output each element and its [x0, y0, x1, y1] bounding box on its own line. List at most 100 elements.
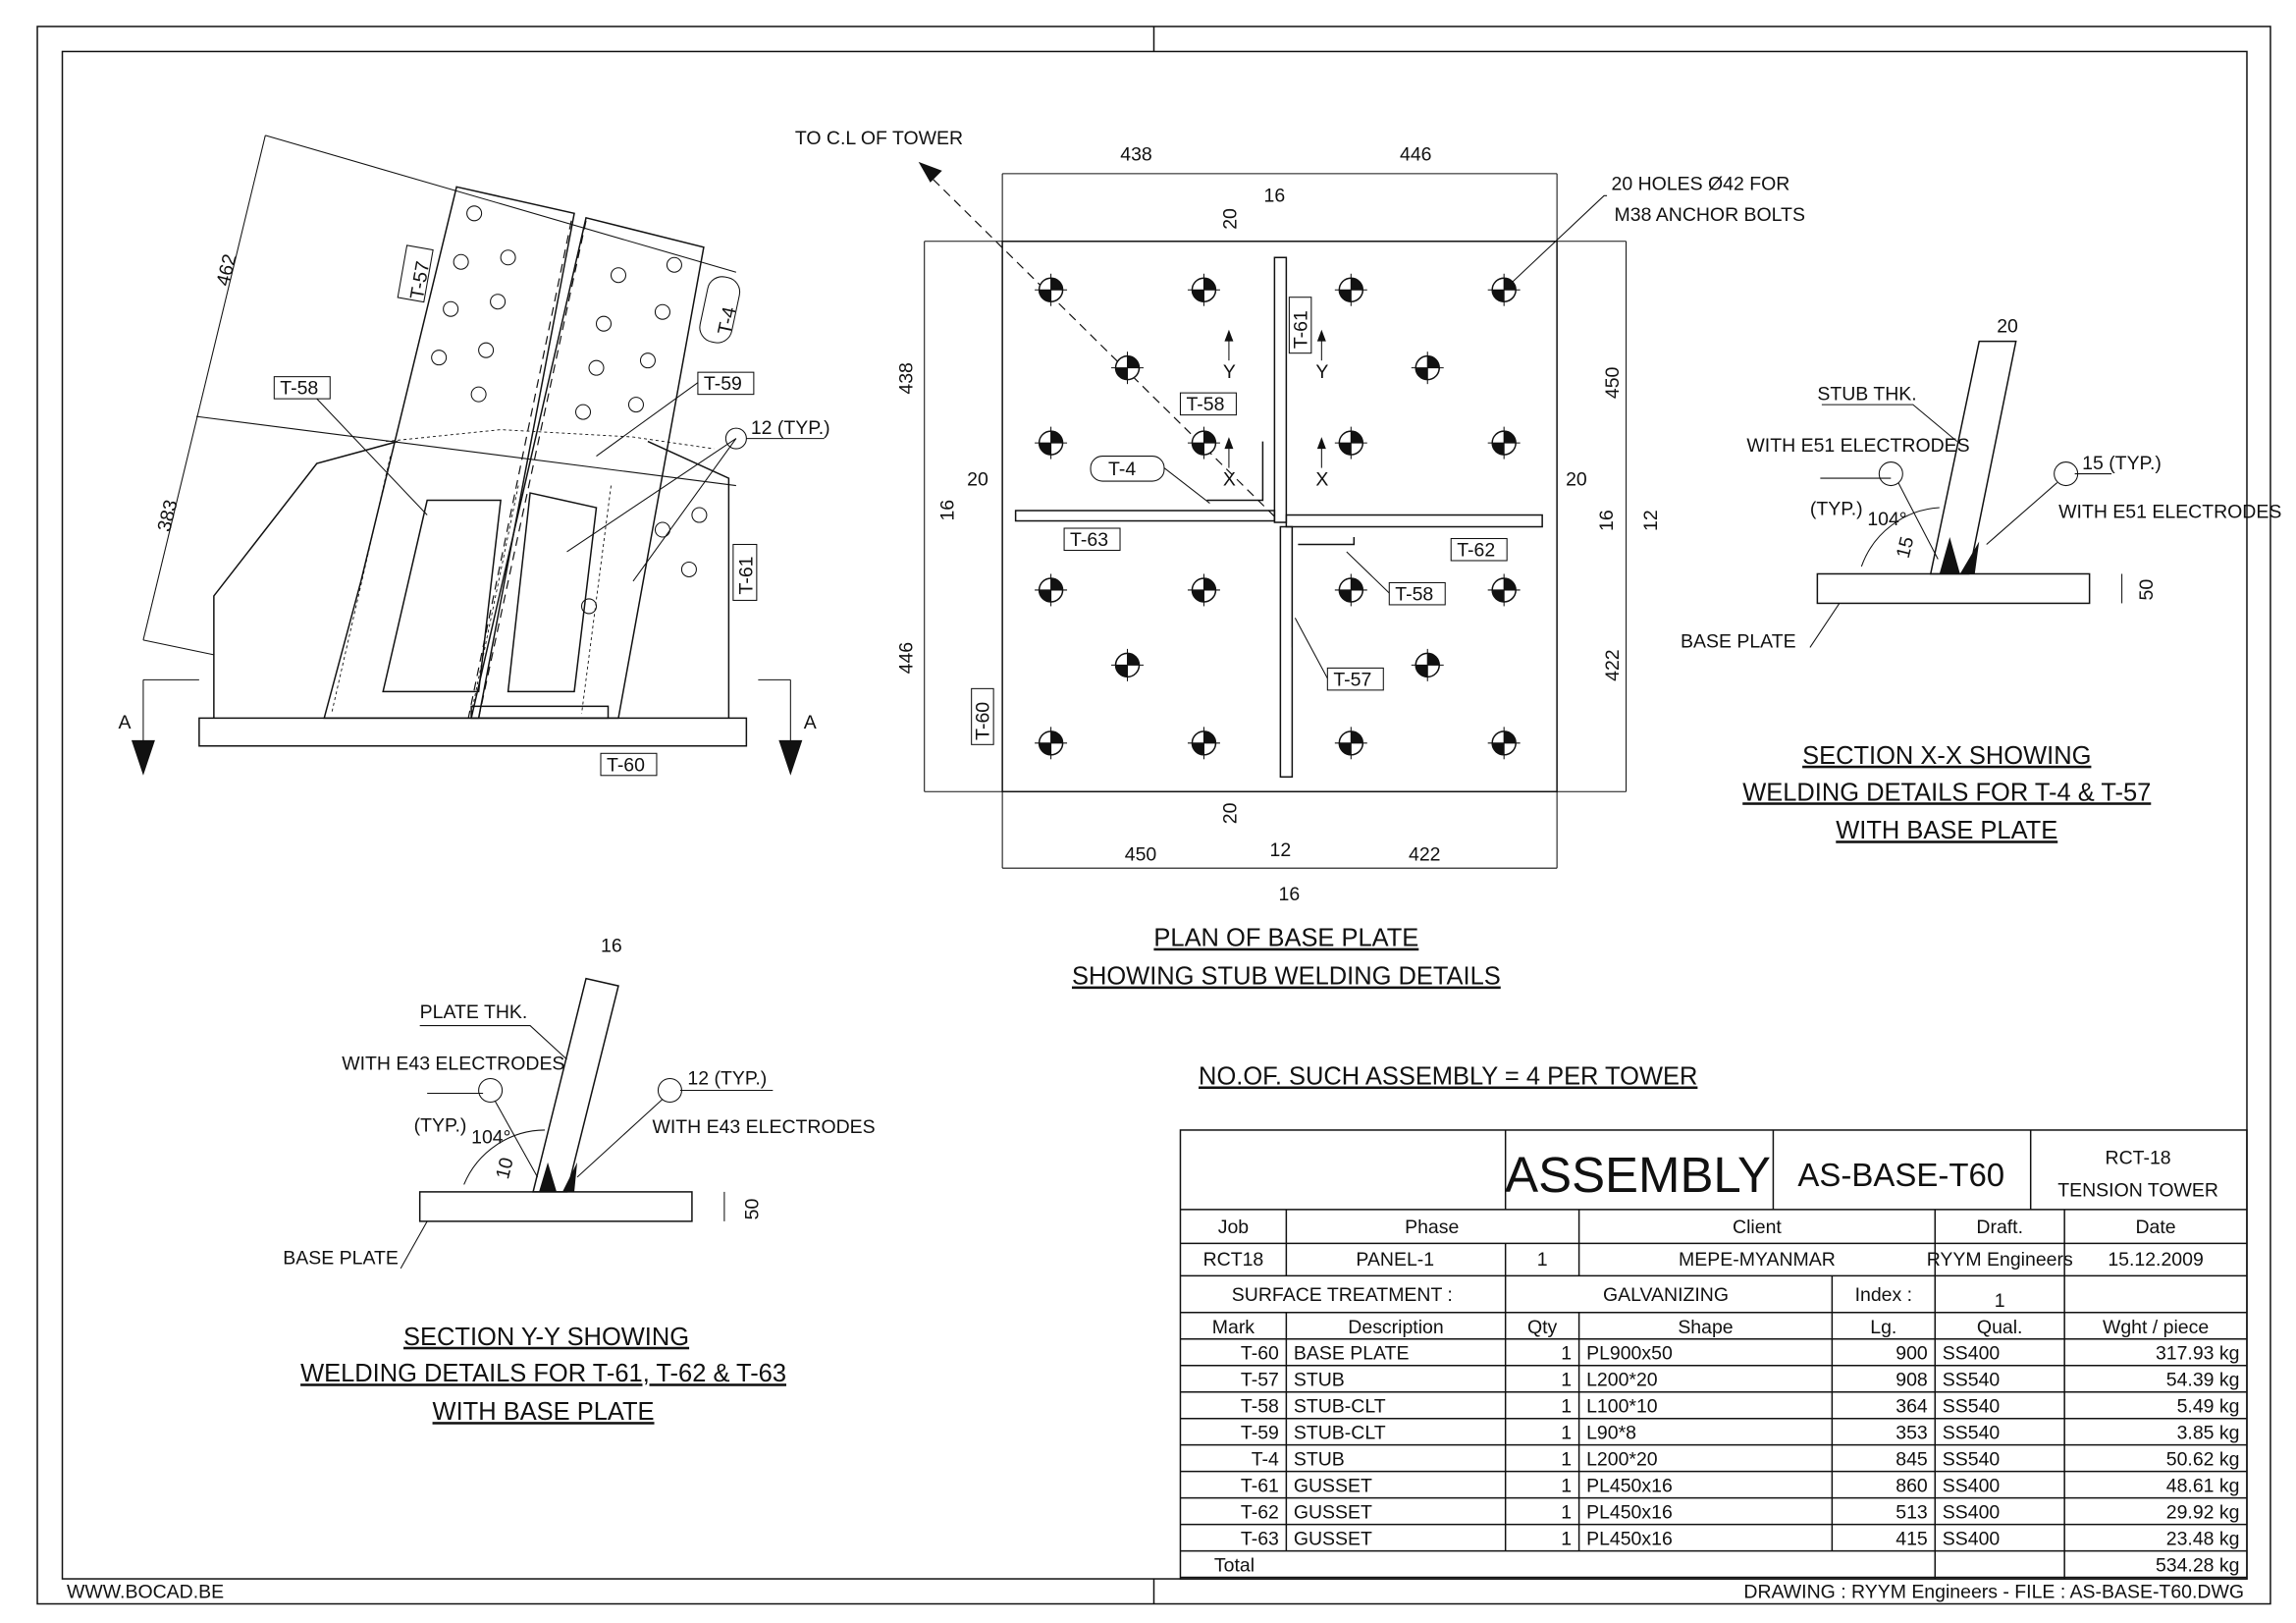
label-date: Date [2136, 1217, 2176, 1238]
parts-table-cell: 23.48 kg [2166, 1529, 2240, 1550]
anchor-bolt-hole-icon [1187, 727, 1220, 760]
anchor-bolt-hole-icon [1187, 426, 1220, 460]
dim-left-20: 20 [967, 469, 988, 491]
svg-text:T-61: T-61 [735, 556, 757, 594]
xx-base-plate: BASE PLATE [1681, 630, 1796, 652]
parts-table-cell: 364 [1896, 1396, 1928, 1418]
dim-bottom-16: 16 [1279, 884, 1301, 905]
drawing-file-info: DRAWING : RYYM Engineers - FILE : AS-BAS… [1743, 1582, 2244, 1603]
tag-t61-elev: T-61 [732, 543, 758, 601]
value-phase-no: 1 [1537, 1249, 1548, 1271]
column-header: Mark [1212, 1317, 1255, 1338]
holes-note-line2: M38 ANCHOR BOLTS [1615, 204, 1805, 226]
parts-table-cell: 900 [1896, 1343, 1928, 1365]
yy-angle: 104° [471, 1126, 510, 1148]
parts-table-cell: 353 [1896, 1423, 1927, 1444]
dim-left-top: 438 [896, 362, 918, 394]
parts-table-cell: SS540 [1943, 1423, 2001, 1444]
yy-dim-50: 50 [741, 1199, 763, 1220]
xx-dim-50: 50 [2136, 579, 2158, 601]
anchor-bolt-hole-icon [1411, 352, 1444, 385]
value-client: MEPE-MYANMAR [1679, 1249, 1836, 1271]
xx-angle: 104° [1867, 509, 1906, 530]
parts-table-cell: BASE PLATE [1294, 1343, 1410, 1365]
dim-top-left: 438 [1120, 143, 1151, 165]
parts-table-cell: L200*20 [1586, 1449, 1658, 1471]
title-block: ASSEMBLY AS-BASE-T60 RCT-18 TENSION TOWE… [1179, 1129, 2248, 1580]
dim-462: 462 [212, 252, 240, 289]
parts-table-cell: 415 [1896, 1529, 1928, 1550]
yy-base-plate: BASE PLATE [283, 1247, 399, 1269]
anchor-bolt-hole-icon [1035, 727, 1068, 760]
svg-text:T-61: T-61 [1290, 310, 1311, 349]
column-header: Description [1348, 1317, 1443, 1338]
surface-treatment-value: GALVANIZING [1603, 1284, 1729, 1306]
parts-table-cell: SS540 [1943, 1370, 2001, 1391]
parts-table-cell: 48.61 kg [2166, 1476, 2240, 1497]
parts-table-cell: 5.49 kg [2177, 1396, 2240, 1418]
anchor-bolt-hole-icon [1411, 648, 1444, 681]
svg-text:T-57: T-57 [1333, 669, 1371, 690]
parts-table-cell: STUB [1294, 1449, 1345, 1471]
parts-table-cell: L100*10 [1586, 1396, 1658, 1418]
total-label: Total [1214, 1555, 1255, 1577]
total-weight: 534.28 kg [2156, 1555, 2240, 1577]
parts-table-cell: 1 [1561, 1343, 1572, 1365]
svg-text:T-58: T-58 [1395, 583, 1433, 605]
title-project-line2: TENSION TOWER [2057, 1179, 2218, 1201]
svg-text:T-4: T-4 [714, 304, 740, 336]
dim-bottom-20: 20 [1219, 802, 1241, 824]
svg-text:T-63: T-63 [1070, 529, 1108, 551]
parts-table-cell: L200*20 [1586, 1370, 1658, 1391]
anchor-bolt-hole-icon [1487, 573, 1521, 607]
parts-table-cell: T-63 [1241, 1529, 1279, 1550]
index-value: 1 [1995, 1290, 2005, 1312]
parts-table-cell: 860 [1896, 1476, 1928, 1497]
parts-table-cell: 1 [1561, 1423, 1572, 1444]
yy-title-line1: SECTION Y-Y SHOWING [403, 1324, 689, 1351]
yy-dim-16: 16 [601, 936, 622, 957]
anchor-bolt-holes [1035, 273, 1521, 760]
dim-right-bottom: 422 [1602, 649, 1624, 680]
dim-bottom-12: 12 [1270, 839, 1292, 861]
bolt-holes [431, 205, 708, 615]
parts-table-cell: 1 [1561, 1476, 1572, 1497]
parts-table-cell: 29.92 kg [2166, 1502, 2240, 1524]
value-job: RCT18 [1203, 1249, 1264, 1271]
anchor-bolt-hole-icon [1035, 573, 1068, 607]
tag-t62-plan: T-62 [1450, 537, 1508, 562]
parts-table-cell: T-4 [1252, 1449, 1279, 1471]
svg-text:T-58: T-58 [280, 378, 318, 400]
tag-t58-elev: T-58 [273, 376, 331, 400]
yy-dim-10: 10 [492, 1156, 518, 1182]
parts-table-cell: T-58 [1241, 1396, 1279, 1418]
xx-title-line2: WELDING DETAILS FOR T-4 & T-57 [1742, 779, 2151, 806]
parts-table-cell: 1 [1561, 1529, 1572, 1550]
dim-bottom-right: 422 [1409, 844, 1440, 866]
xx-right-electrodes: WITH E51 ELECTRODES [2058, 502, 2281, 523]
website-label: WWW.BOCAD.BE [67, 1582, 224, 1603]
anchor-bolt-hole-icon [1487, 727, 1521, 760]
parts-table-cell: PL450x16 [1586, 1529, 1673, 1550]
parts-table-cell: SS400 [1943, 1529, 2001, 1550]
anchor-bolt-hole-icon [1035, 273, 1068, 306]
label-client: Client [1733, 1217, 1782, 1238]
xx-dim-15: 15 [1893, 534, 1919, 561]
axis-markers: Y Y X X [1223, 329, 1328, 491]
section-marker-a-right: A [804, 712, 817, 733]
tag-t60-plan: T-60 [971, 687, 994, 745]
plan-title-line1: PLAN OF BASE PLATE [1153, 925, 1418, 952]
anchor-bolt-hole-icon [1334, 573, 1367, 607]
tag-t57-plan: T-57 [1294, 618, 1384, 691]
svg-text:Y: Y [1223, 361, 1236, 383]
dim-left-bottom: 446 [896, 642, 918, 674]
svg-text:T-4: T-4 [1108, 459, 1136, 480]
tag-t4: T-4 [699, 276, 741, 344]
